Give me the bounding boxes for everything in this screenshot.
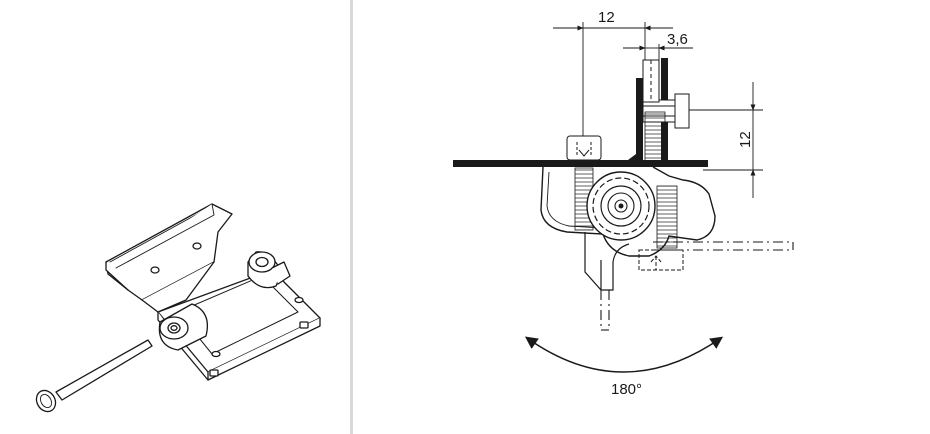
hinge-isometric-drawing (35, 203, 321, 413)
screw-top-left (566, 135, 602, 161)
panel-divider (350, 0, 353, 434)
dimension-label-top: 12 (598, 9, 615, 26)
rotation-arc (524, 336, 724, 373)
rotation-angle-label: 180° (611, 381, 642, 398)
rotated-leaf-dashed (600, 290, 610, 331)
dimension-label-vertical: 12 (737, 131, 754, 148)
dimension-label-small: 3,6 (667, 31, 688, 48)
hinge-isometric-illustration (0, 0, 350, 434)
screw-thread-right (656, 185, 678, 249)
screw-thread-vertical (644, 111, 666, 167)
bolt-right (642, 59, 690, 129)
screw-lower-dashed (638, 249, 684, 271)
hinge-section-drawing: 12 3,6 12 (453, 9, 794, 398)
hinge-knuckle-section (586, 171, 656, 241)
hinge-technical-drawing: 12 3,6 12 (353, 0, 930, 434)
hinge-upper-leaf (105, 203, 233, 301)
lower-leaf (584, 232, 630, 291)
hinge-pin (55, 339, 153, 401)
